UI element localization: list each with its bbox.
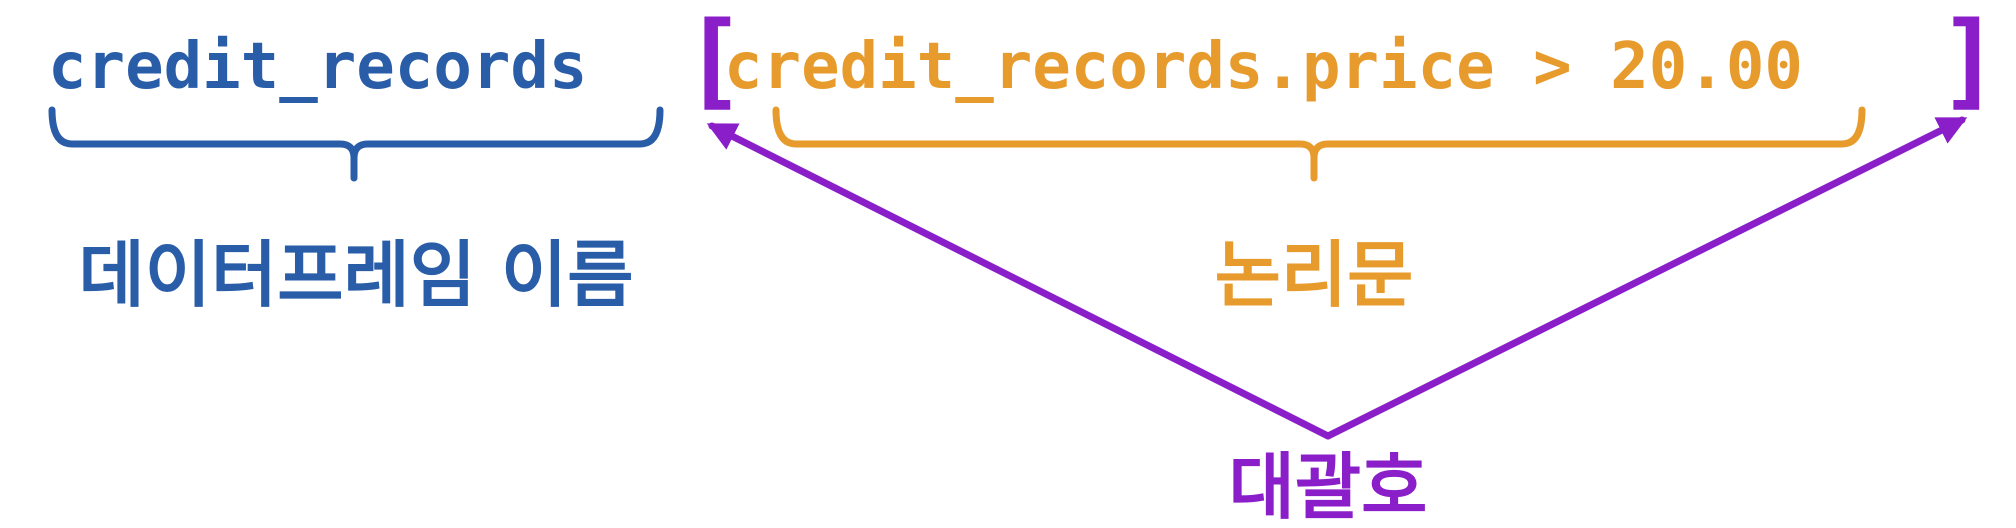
left-bracket-arrow [706,122,1332,440]
dataframe-name-label: 데이터프레임 이름 [79,233,634,317]
dataframe-name-brace [48,106,664,182]
right-bracket-arrow [1324,116,1968,440]
logical-statement-brace [772,106,1866,182]
open-bracket: [ [683,0,746,121]
logical-statement-label: 논리문 [1215,233,1414,317]
close-bracket: ] [1938,0,2001,121]
dataframe-name-code: credit_records [48,30,587,104]
logical-statement-code: credit_records.price > 20.00 [724,30,1803,104]
brackets-label: 대괄호 [1229,445,1428,528]
